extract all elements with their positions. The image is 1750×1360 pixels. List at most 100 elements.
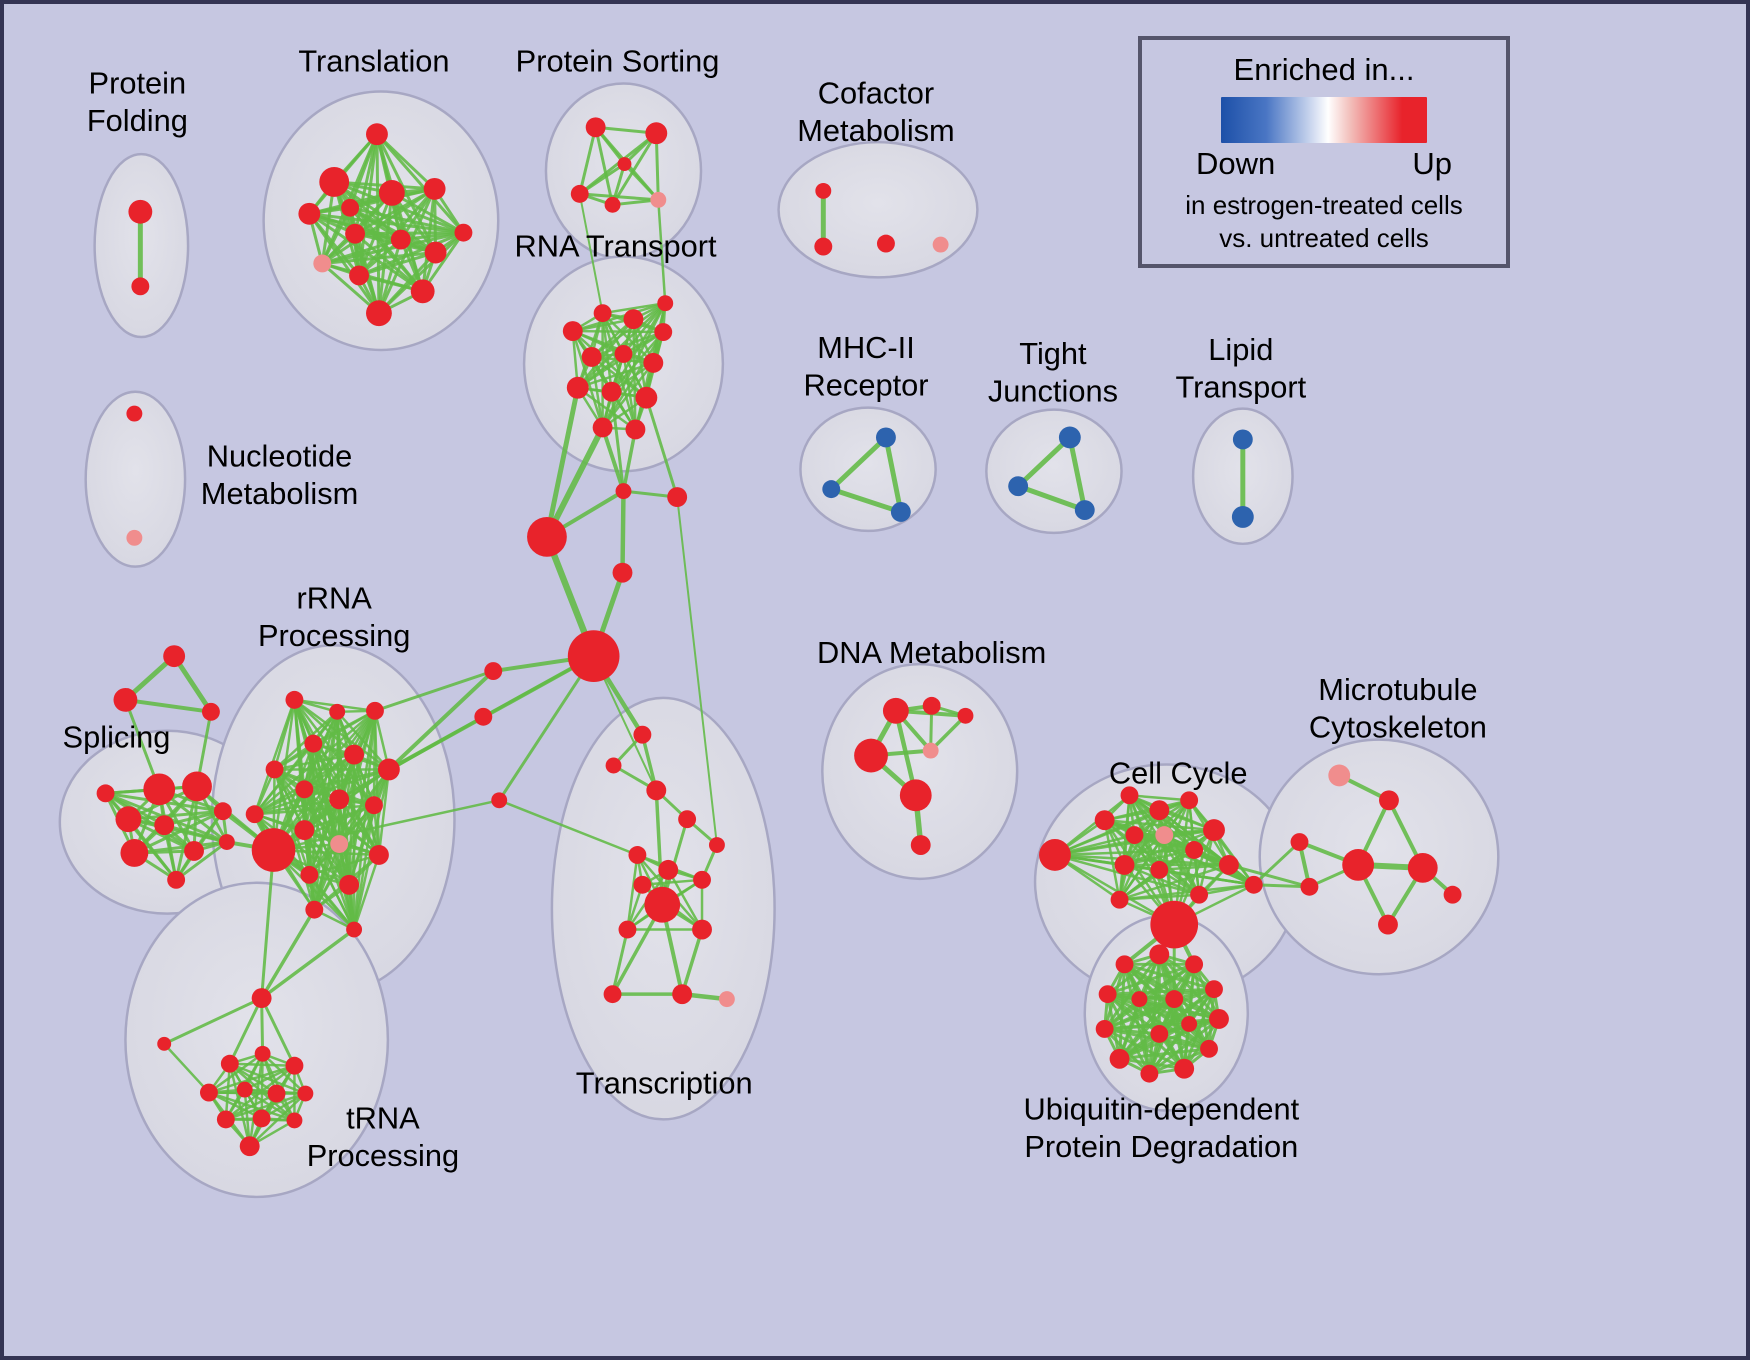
network-edge xyxy=(348,206,438,255)
network-node xyxy=(454,223,473,242)
network-edge xyxy=(578,192,604,315)
network-edge xyxy=(644,396,679,499)
network-node xyxy=(236,1081,253,1098)
network-node xyxy=(1218,854,1239,875)
network-node xyxy=(1150,900,1199,949)
network-edge xyxy=(1157,952,1221,1021)
cluster-label-cf: Metabolism xyxy=(797,113,954,148)
legend-gradient-bar xyxy=(1221,97,1427,143)
network-node xyxy=(1200,1039,1218,1058)
network-edge xyxy=(260,996,296,1068)
network-node xyxy=(218,834,235,850)
network-edge xyxy=(1103,1022,1191,1031)
cluster-label-ub: Ubiquitin-dependent xyxy=(1023,1091,1299,1126)
network-node xyxy=(567,630,620,682)
network-node xyxy=(672,984,693,1005)
network-node xyxy=(341,198,360,217)
cluster-label-mh: Receptor xyxy=(804,368,929,403)
network-edge xyxy=(610,301,667,393)
network-edge xyxy=(1053,794,1131,857)
network-node xyxy=(1039,839,1071,871)
cluster-label-lt: Lipid xyxy=(1208,332,1273,367)
network-edge xyxy=(1067,434,1088,513)
cluster-label-tj: Junctions xyxy=(988,374,1118,409)
network-edge xyxy=(320,231,465,265)
network-node xyxy=(213,802,232,821)
network-edge xyxy=(348,206,425,293)
legend-box: Enriched in... Down Up in estrogen-treat… xyxy=(1138,36,1510,268)
network-edge xyxy=(610,390,625,493)
network-node xyxy=(633,875,652,894)
network-node xyxy=(650,191,667,208)
cluster-label-tc: Transcription xyxy=(576,1066,753,1101)
network-node xyxy=(199,1083,218,1102)
network-edge xyxy=(621,427,638,493)
network-node xyxy=(1114,854,1135,875)
network-node xyxy=(1115,955,1134,974)
network-node xyxy=(1110,890,1129,909)
cluster-ellipse-rt xyxy=(522,255,725,473)
network-edge xyxy=(611,131,658,207)
network-node xyxy=(633,725,652,744)
network-edge xyxy=(377,768,391,857)
network-edge xyxy=(611,928,629,996)
network-node xyxy=(667,487,688,508)
network-edge xyxy=(253,812,351,887)
network-edge xyxy=(654,788,664,907)
network-node xyxy=(693,870,711,889)
network-node xyxy=(1185,955,1204,974)
network-edge xyxy=(1227,863,1311,889)
network-edge xyxy=(1118,893,1201,901)
network-edge xyxy=(1123,828,1216,867)
network-edge xyxy=(1118,863,1231,901)
network-node xyxy=(562,321,583,342)
network-edge xyxy=(259,907,317,1000)
network-node xyxy=(1290,833,1309,851)
network-edge xyxy=(253,788,306,816)
network-node xyxy=(254,1045,271,1062)
network-node xyxy=(566,376,589,399)
network-node xyxy=(491,792,508,809)
network-node xyxy=(922,742,939,759)
network-edge xyxy=(590,355,604,429)
legend-subtitle-line2: vs. untreated cells xyxy=(1219,223,1429,253)
network-edge xyxy=(373,709,381,857)
network-node xyxy=(692,919,712,940)
network-edge xyxy=(207,1052,264,1094)
network-node xyxy=(623,309,644,330)
network-edge xyxy=(1128,794,1191,802)
network-node xyxy=(1378,914,1398,935)
network-edge xyxy=(1123,848,1196,867)
network-node xyxy=(1232,429,1253,450)
network-edge xyxy=(578,162,626,196)
network-node xyxy=(1150,1024,1169,1043)
network-node xyxy=(424,241,447,264)
network-edge xyxy=(348,206,465,235)
cluster-label-tn: Processing xyxy=(307,1138,459,1173)
cluster-label-cf: Cofactor xyxy=(818,75,934,110)
network-node xyxy=(625,419,646,440)
network-node xyxy=(300,865,319,884)
network-edge xyxy=(1158,863,1231,872)
network-node xyxy=(1149,800,1170,821)
cluster-label-rr: Processing xyxy=(258,618,410,653)
network-node xyxy=(295,780,314,799)
network-edge xyxy=(576,361,655,389)
network-edge xyxy=(104,791,196,853)
cluster-label-lt: Transport xyxy=(1176,370,1307,405)
cluster-label-mt: Cytoskeleton xyxy=(1309,710,1487,745)
network-node xyxy=(617,157,632,172)
network-edge xyxy=(320,206,352,265)
network-edge xyxy=(248,1052,264,1148)
network-node xyxy=(251,828,296,872)
network-edge xyxy=(654,131,660,202)
network-node xyxy=(115,806,142,833)
network-edge xyxy=(590,301,667,359)
legend-title: Enriched in... xyxy=(1233,52,1415,87)
cluster-label-ps: Protein Sorting xyxy=(516,44,720,79)
network-edge xyxy=(1103,1027,1186,1071)
network-edge xyxy=(620,488,626,575)
network-node xyxy=(184,841,204,861)
network-edge xyxy=(162,809,225,827)
network-node xyxy=(390,229,411,250)
